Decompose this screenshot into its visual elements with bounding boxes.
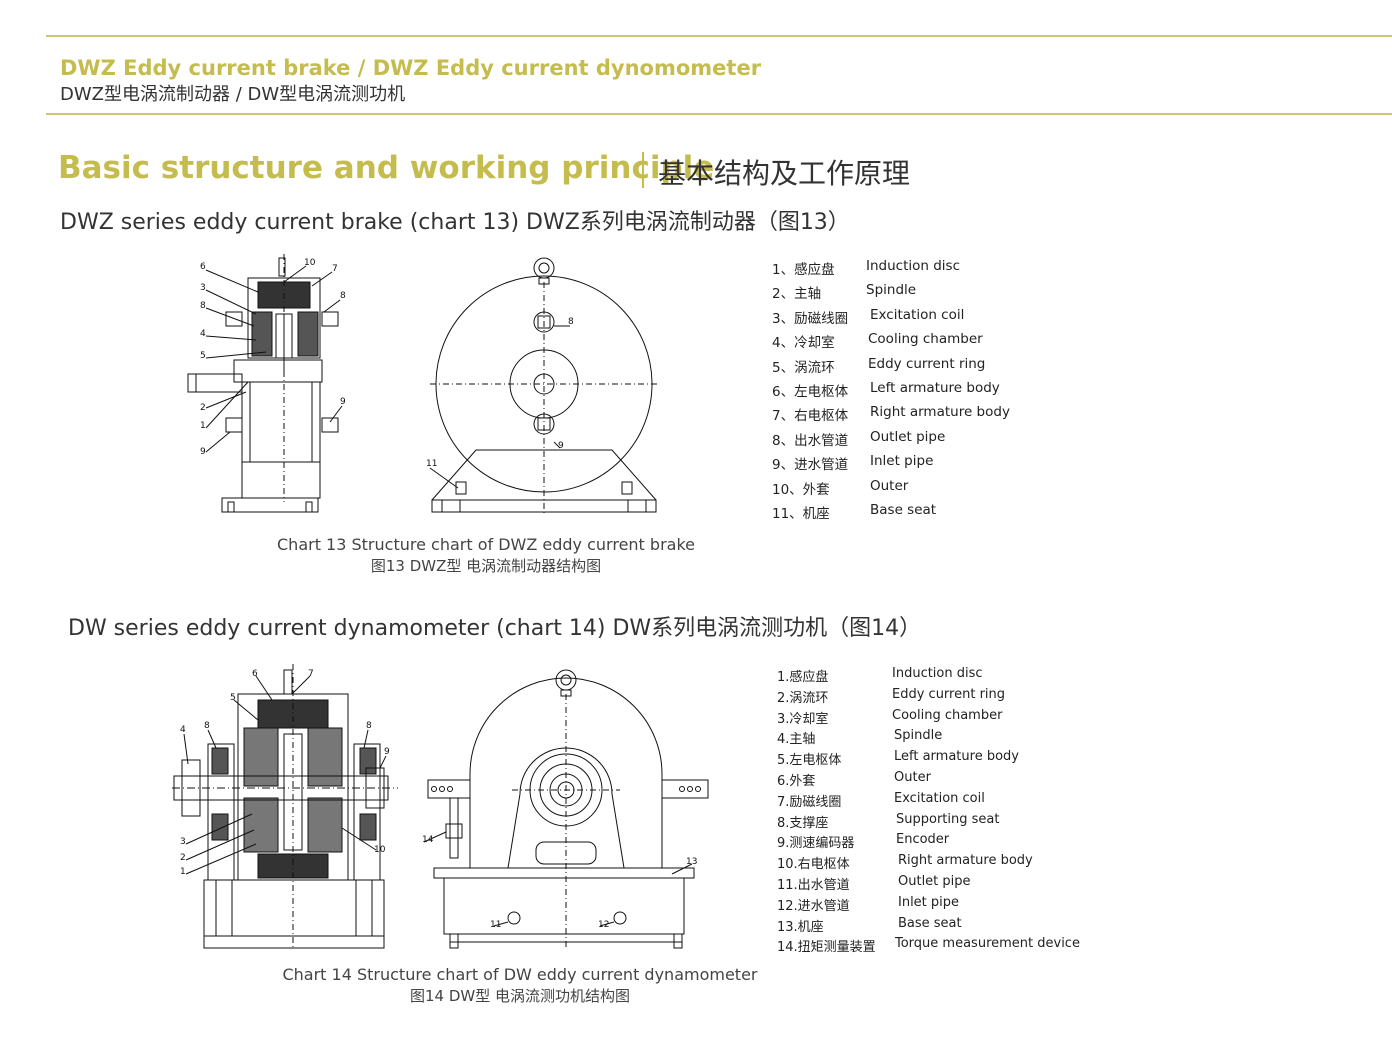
chart14-side-label: 3 [180,837,186,847]
chart13-side-label: 8 [200,301,206,311]
chart13-side-label: 2 [200,403,206,413]
chart13-side-view: 6 10 7 3 8 8 4 5 2 1 9 9 [187,254,346,513]
chart14-front-label: 11 [490,920,501,930]
chart14-side-label: 10 [374,845,386,855]
chart14-side-label: 2 [180,853,186,863]
chart14-side-label: 4 [180,725,186,735]
chart14-side-label: 5 [230,693,236,703]
chart13-heading: DWZ series eddy current brake (chart 13)… [60,210,850,235]
chart14-front-label: 12 [598,920,609,930]
header-title-en: DWZ Eddy current brake / DWZ Eddy curren… [60,56,762,80]
chart13-side-label: 1 [200,421,206,431]
chart14-side-label: 8 [204,721,210,731]
section-title-en: Basic structure and working principle [58,150,715,186]
chart14-front-label: 13 [686,857,697,867]
chart13-caption-zh: 图13 DWZ型 电涡流制动器结构图 [370,557,602,575]
chart14-side-label: 6 [252,669,258,679]
chart13-front-label: 8 [568,317,574,327]
chart13-side-label: 8 [340,291,346,301]
chart14-caption-en: Chart 14 Structure chart of DW eddy curr… [282,965,758,984]
chart13-front-label: 9 [558,441,564,451]
chart14-caption-zh: 图14 DW型 电涡流测功机结构图 [409,987,630,1005]
chart13-side-label: 4 [200,329,206,339]
chart13-side-label: 9 [340,397,346,407]
chart14-front-label: 14 [422,835,434,845]
header-rule [46,113,1392,115]
header-title-zh: DWZ型电涡流制动器 / DW型电涡流测功机 [60,84,406,105]
chart13-side-label: 7 [332,264,338,274]
title-divider [642,152,644,188]
chart13-side-label: 5 [200,351,206,361]
chart14-side-label: 9 [384,747,390,757]
chart14-front-view: 14 13 11 12 [422,669,709,949]
section-title-zh: 基本结构及工作原理 [658,157,911,190]
chart14-side-label: 8 [366,721,372,731]
chart13-side-label: 3 [200,283,206,293]
chart13-side-label: 10 [304,258,316,268]
chart13-side-label: 9 [200,447,206,457]
chart14-side-label: 1 [180,867,186,877]
chart13-caption-en: Chart 13 Structure chart of DWZ eddy cur… [277,535,695,554]
top-rule [46,35,1392,37]
chart14-side-view: 6 7 5 4 8 8 9 3 2 1 10 [172,664,398,950]
chart13-front-label: 11 [426,459,437,469]
chart13-caption: Chart 13 Structure chart of DWZ eddy cur… [276,535,696,576]
chart14-caption: Chart 14 Structure chart of DW eddy curr… [270,965,770,1006]
chart13-side-label: 6 [200,262,206,272]
chart14-side-label: 7 [308,669,314,679]
chart14-heading: DW series eddy current dynamometer (char… [68,616,922,641]
chart13-front-view: 8 9 11 [426,257,658,514]
